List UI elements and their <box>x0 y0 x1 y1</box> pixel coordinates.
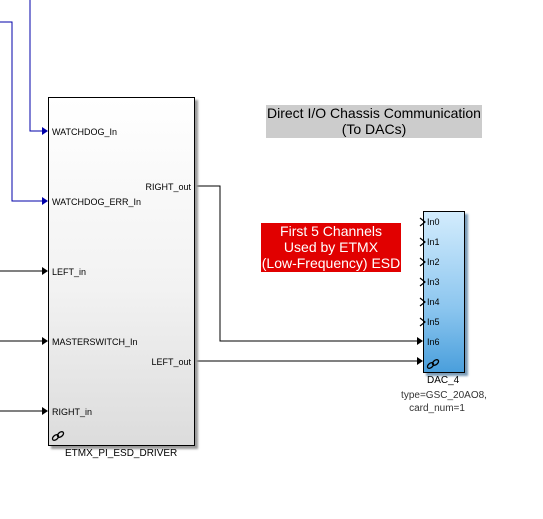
channels-annotation-line-2: Used by ETMX <box>283 239 379 255</box>
watchdog-err-signal-line[interactable] <box>0 21 43 202</box>
left-in-arrow <box>42 267 48 275</box>
right-out-arrow <box>417 337 423 345</box>
right-out-signal-line[interactable] <box>194 185 418 342</box>
port-left-in[interactable]: LEFT_in <box>52 267 87 277</box>
left-out-arrow <box>417 357 423 365</box>
masterswitch-arrow <box>42 337 48 345</box>
watchdog-signal-line[interactable] <box>29 0 43 132</box>
dac-port-in5[interactable]: In5 <box>427 317 440 327</box>
dac-port-in2[interactable]: In2 <box>427 257 440 267</box>
dac-port-in1[interactable]: In1 <box>427 237 440 247</box>
link-icon <box>51 431 65 441</box>
chassis-annotation[interactable]: Direct I/O Chassis Communication (To DAC… <box>266 105 482 138</box>
chassis-annotation-line-1: Direct I/O Chassis Communication <box>267 105 481 121</box>
dac-port-in3[interactable]: In3 <box>427 277 440 287</box>
dac-input-chevrons <box>419 217 426 327</box>
right-in-arrow <box>42 407 48 415</box>
watchdog-arrow <box>42 127 48 135</box>
esd-driver-block-name: ETMX_PI_ESD_DRIVER <box>65 448 178 459</box>
port-right-out[interactable]: RIGHT_out <box>145 182 191 192</box>
chassis-annotation-line-2: (To DACs) <box>341 121 407 137</box>
channels-annotation-line-1: First 5 Channels <box>280 223 382 239</box>
dac-block-name: DAC_4 <box>427 375 460 386</box>
channels-annotation[interactable]: First 5 Channels Used by ETMX (Low-Frequ… <box>261 223 401 272</box>
dac-param-type: type=GSC_20AO8, <box>401 390 487 401</box>
watchdog-err-arrow <box>42 197 48 205</box>
port-watchdog-in[interactable]: WATCHDOG_In <box>52 127 118 137</box>
dac-port-in4[interactable]: In4 <box>427 297 440 307</box>
channels-annotation-line-3: (Low-Frequency) ESD <box>261 255 401 271</box>
dac-block[interactable]: In0 In1 In2 In3 In4 In5 In6 <box>419 211 465 373</box>
port-right-in[interactable]: RIGHT_in <box>52 407 93 417</box>
port-left-out[interactable]: LEFT_out <box>151 357 191 367</box>
dac-port-in0[interactable]: In0 <box>427 217 440 227</box>
dac-port-in6[interactable]: In6 <box>427 337 440 347</box>
port-watchdog-err-in[interactable]: WATCHDOG_ERR_In <box>52 197 142 207</box>
port-masterswitch-in[interactable]: MASTERSWITCH_In <box>52 337 138 347</box>
esd-driver-block[interactable]: WATCHDOG_In WATCHDOG_ERR_In LEFT_in MAST… <box>48 97 195 446</box>
dac-param-card-num: card_num=1 <box>409 403 465 414</box>
link-icon <box>426 359 440 369</box>
